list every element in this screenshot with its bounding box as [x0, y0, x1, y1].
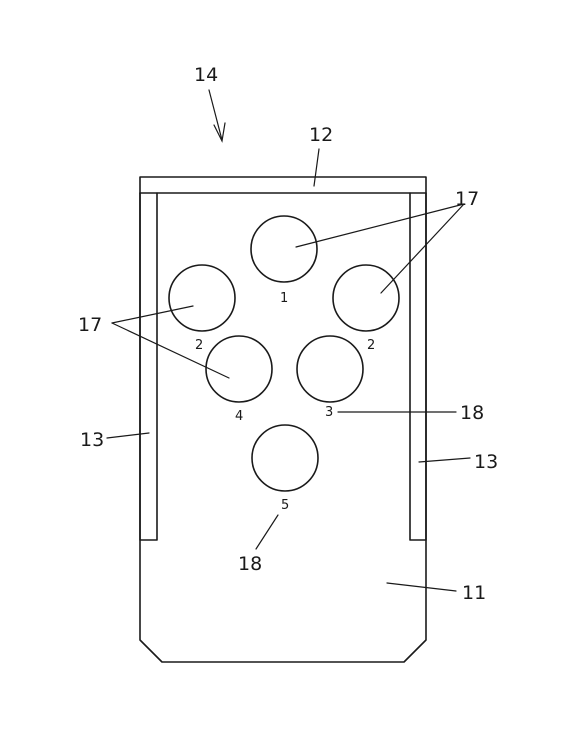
leader-17-to-hole-1	[295, 203, 465, 248]
hole-number-1: 1	[280, 291, 288, 306]
right-rail	[409, 192, 427, 541]
hole-5	[251, 424, 319, 492]
label-13-right: 13	[474, 451, 498, 473]
arrow-14-head	[213, 122, 226, 143]
hole-number-4: 4	[235, 409, 243, 424]
hole-3	[296, 335, 364, 403]
label-12: 12	[309, 124, 333, 146]
arrow-14-shaft	[208, 89, 223, 141]
label-13-left: 13	[80, 429, 104, 451]
leader-13-right	[418, 457, 471, 463]
hole-2-right	[332, 264, 400, 332]
left-rail	[139, 192, 158, 541]
label-11: 11	[462, 582, 486, 604]
leader-17-to-hole-2-left	[111, 305, 194, 324]
leader-12	[313, 148, 320, 187]
label-17-top-right: 17	[455, 188, 479, 210]
label-18-bottom: 18	[238, 553, 262, 575]
hole-4	[205, 335, 273, 403]
label-17-left: 17	[78, 314, 102, 336]
hole-number-3: 3	[325, 405, 333, 420]
hole-2-left	[168, 264, 236, 332]
hole-number-2-left: 2	[195, 338, 203, 353]
label-18-right: 18	[460, 402, 484, 424]
hole-number-2-right: 2	[367, 338, 375, 353]
leader-11	[386, 582, 457, 592]
plate-outline	[139, 176, 427, 663]
label-14: 14	[194, 64, 218, 86]
leader-13-left	[106, 432, 150, 439]
hole-number-5: 5	[281, 498, 289, 513]
leader-17-to-hole-4	[111, 322, 230, 379]
leader-17-to-hole-2-right	[380, 203, 465, 294]
hole-1	[250, 215, 318, 283]
leader-18-bottom	[255, 514, 279, 550]
